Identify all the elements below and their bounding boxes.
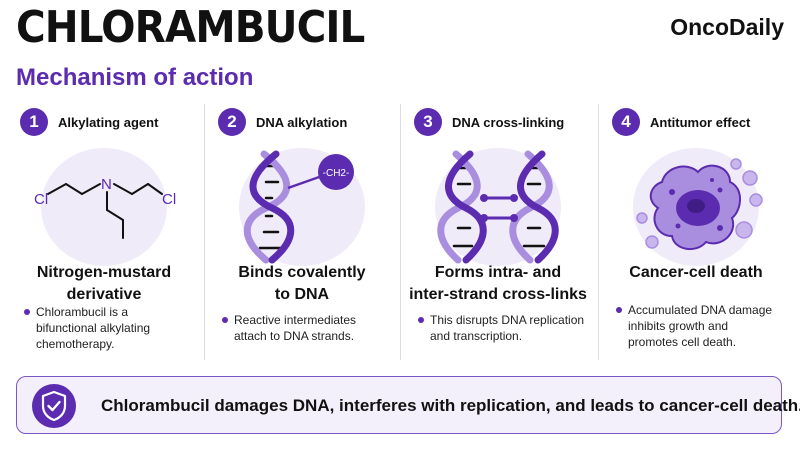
step-1-panel: 1 Alkylating agent Cl N Cl Nitrogen-must… [8,104,200,360]
column-divider [400,104,401,360]
step-4-bullet-line: Accumulated DNA damage [628,303,773,317]
brand-logo: OncoDaily [670,14,784,40]
step-2-bullet-line: Reactive intermediates [234,313,357,327]
step-4-panel: 4 Antitumor effect [600,104,792,360]
column-divider [204,104,205,360]
step-1-bullet-line: chemotherapy. [36,337,115,351]
bullet-dot [24,309,30,315]
page-title: CHLORAMBUCIL [16,2,365,53]
step-3-heading-line: inter-strand cross-links [409,286,587,303]
chlorine-right-atom: Cl [162,191,176,208]
bullet-dot [222,317,228,323]
column-divider [598,104,599,360]
step-3-header: 3 DNA cross-linking [414,108,564,136]
step-1-bullet: Chlorambucil is a bifunctional alkylatin… [24,304,196,352]
dna-crosslink-icon [418,148,578,266]
step-4-bullet-line: promotes cell death. [628,335,737,349]
bullet-dot [616,307,622,313]
step-3-heading: Forms intra- and inter-strand cross-link… [402,262,594,306]
step-2-heading: Binds covalently to DNA [206,262,398,306]
step-3-number: 3 [414,108,442,136]
step-1-number: 1 [20,108,48,136]
ch2-group-label: -CH2- [323,168,350,179]
dying-cancer-cell-icon [616,148,776,266]
step-4-label: Antitumor effect [650,114,751,130]
step-4-bullet-line: inhibits growth and [628,319,729,333]
dna-helix-alkyl-group-icon: -CH2- [222,148,382,266]
step-1-heading-line: derivative [66,286,142,303]
step-2-number: 2 [218,108,246,136]
shield-check-icon [31,383,77,429]
summary-banner: Chlorambucil damages DNA, interferes wit… [16,376,800,434]
step-1-bullet-line: bifunctional alkylating [36,321,151,335]
chlorine-left-atom: Cl [34,191,48,208]
step-4-header: 4 Antitumor effect [612,108,750,136]
step-2-panel: 2 DNA alkylation -CH2- Binds covalently … [206,104,398,360]
step-2-bullet-line: attach to DNA strands. [234,329,355,343]
step-3-bullet: This disrupts DNA replication and transc… [418,312,590,344]
step-3-panel: 3 DNA cross-linking [402,104,594,360]
step-1-heading-line: Nitrogen-mustard [36,264,172,281]
step-3-bullet-line: and transcription. [430,329,523,343]
step-3-bullet-line: This disrupts DNA replication [430,313,585,327]
step-3-heading-line: Forms intra- and [434,264,562,281]
step-2-label: DNA alkylation [256,114,348,130]
step-3-label: DNA cross-linking [452,114,565,130]
step-2-header: 2 DNA alkylation [218,108,347,136]
step-4-heading-line: Cancer-cell death [629,264,763,281]
step-1-bullet-line: Chlorambucil is a [36,305,129,319]
page-subtitle: Mechanism of action [16,64,254,91]
step-1-header: 1 Alkylating agent [20,108,158,136]
nitrogen-atom: N [101,176,112,193]
bullet-dot [418,317,424,323]
step-4-heading: Cancer-cell death [600,262,792,284]
nitrogen-mustard-molecule-icon: Cl N Cl [24,148,184,266]
step-1-heading: Nitrogen-mustard derivative [8,262,200,306]
step-2-heading-line: to DNA [274,286,330,303]
step-1-illustration-background [41,148,167,266]
step-4-number: 4 [612,108,640,136]
step-2-heading-line: Binds covalently [238,264,366,281]
step-4-bullet: Accumulated DNA damage inhibits growth a… [616,302,788,350]
step-2-bullet: Reactive intermediates attach to DNA str… [222,312,394,344]
step-1-label: Alkylating agent [58,114,159,130]
summary-text: Chlorambucil damages DNA, interferes wit… [101,396,800,415]
